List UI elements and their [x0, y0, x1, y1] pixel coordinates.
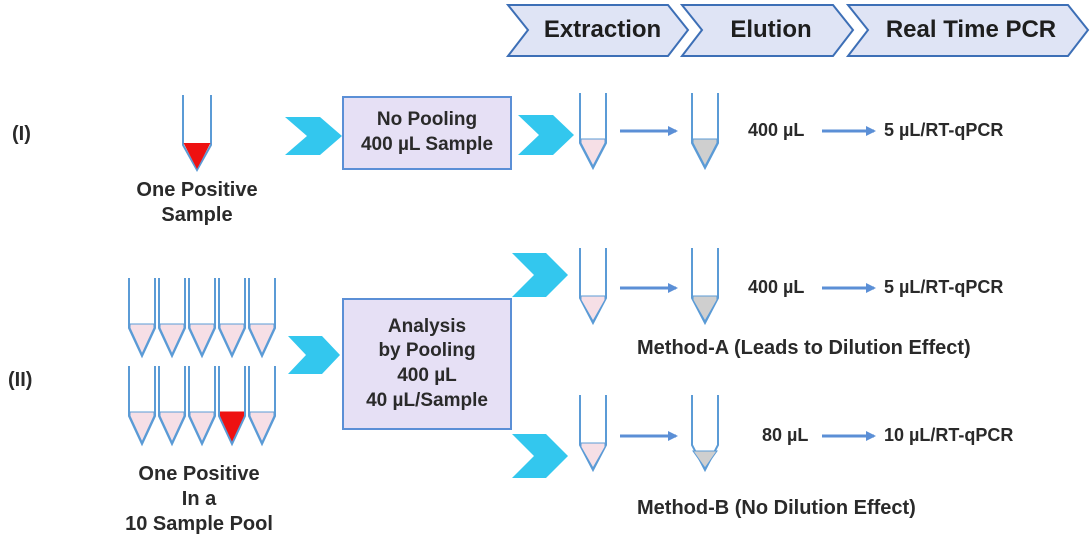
flow-arrows: [620, 126, 876, 441]
step-label-elution: Elution: [730, 16, 812, 43]
pool-tube: [128, 366, 156, 447]
row1-volume: 400 µL: [748, 120, 805, 140]
method-b-label: Method-B (No Dilution Effect): [637, 497, 916, 519]
row2-sample-label-line2: In a: [181, 488, 217, 510]
tube-elution-row1: [691, 93, 719, 171]
method-b-volume: 80 µL: [762, 425, 809, 445]
step-chevron-elution: [679, 4, 855, 57]
pool-tube: [158, 366, 186, 447]
pool-tube: [188, 278, 216, 359]
flow-chevron-row1-a: [285, 117, 342, 155]
flow-chevron-method-a: [512, 253, 568, 297]
method-a-label: Method-A (Leads to Dilution Effect): [637, 337, 971, 359]
pool-tube: [248, 278, 276, 359]
pool-tube-positive: [218, 366, 246, 447]
step-chevron-extraction: [505, 4, 690, 57]
tube-extraction-method-a: [579, 248, 607, 326]
flow-chevron-method-b: [512, 434, 568, 478]
pooling-box-line4: 40 µL/Sample: [366, 389, 488, 411]
no-pooling-box-line2: 400 µL Sample: [360, 134, 494, 155]
pooling-box-line1: Analysis: [387, 315, 467, 337]
no-pooling-box-line1: No Pooling: [376, 109, 478, 131]
pool-tube: [128, 278, 156, 359]
row1-roman-label: (I): [12, 123, 31, 145]
method-a-volume: 400 µL: [748, 277, 805, 297]
row1-sample-label-line2: Sample: [161, 204, 233, 226]
pooling-box: Analysis by Pooling 400 µL 40 µL/Sample: [342, 298, 512, 430]
flow-chevrons: [285, 115, 574, 478]
method-b-pcr: 10 µL/RT-qPCR: [884, 425, 1014, 445]
row1-pcr: 5 µL/RT-qPCR: [884, 120, 1004, 140]
step-label-extraction: Extraction: [543, 16, 662, 43]
row2-roman-label: (II): [8, 369, 33, 391]
method-a-pcr: 5 µL/RT-qPCR: [884, 277, 1004, 297]
pool-tube: [188, 366, 216, 447]
pooling-box-line3: 400 µL: [397, 365, 457, 386]
tube-elution-method-a: [691, 248, 719, 326]
pooling-box-line2: by Pooling: [378, 340, 476, 362]
row1-sample-label-line1: One Positive: [136, 179, 258, 201]
header-chevrons: [505, 4, 1090, 57]
pool-tube: [248, 366, 276, 447]
tube-extraction-row1: [579, 93, 607, 171]
pool-tube: [158, 278, 186, 359]
tube-elution-method-b: [691, 395, 719, 473]
tube-extraction-method-b: [579, 395, 607, 473]
flow-chevron-row1-b: [518, 115, 574, 155]
row2-sample-label-line1: One Positive: [138, 463, 260, 485]
row1-sample-label: One Positive Sample: [136, 178, 257, 228]
step-chevron-realtime-pcr: [845, 4, 1090, 57]
no-pooling-box: No Pooling 400 µL Sample: [342, 96, 512, 170]
pool-tube-grid: [128, 278, 276, 447]
row2-sample-label: One Positive In a 10 Sample Pool: [125, 462, 273, 537]
tube-positive-single: [182, 95, 212, 173]
step-label-realtime-pcr: Real Time PCR: [885, 16, 1057, 43]
flow-chevron-row2-a: [288, 336, 340, 374]
pool-tube: [218, 278, 246, 359]
row2-sample-label-line3: 10 Sample Pool: [125, 513, 273, 535]
